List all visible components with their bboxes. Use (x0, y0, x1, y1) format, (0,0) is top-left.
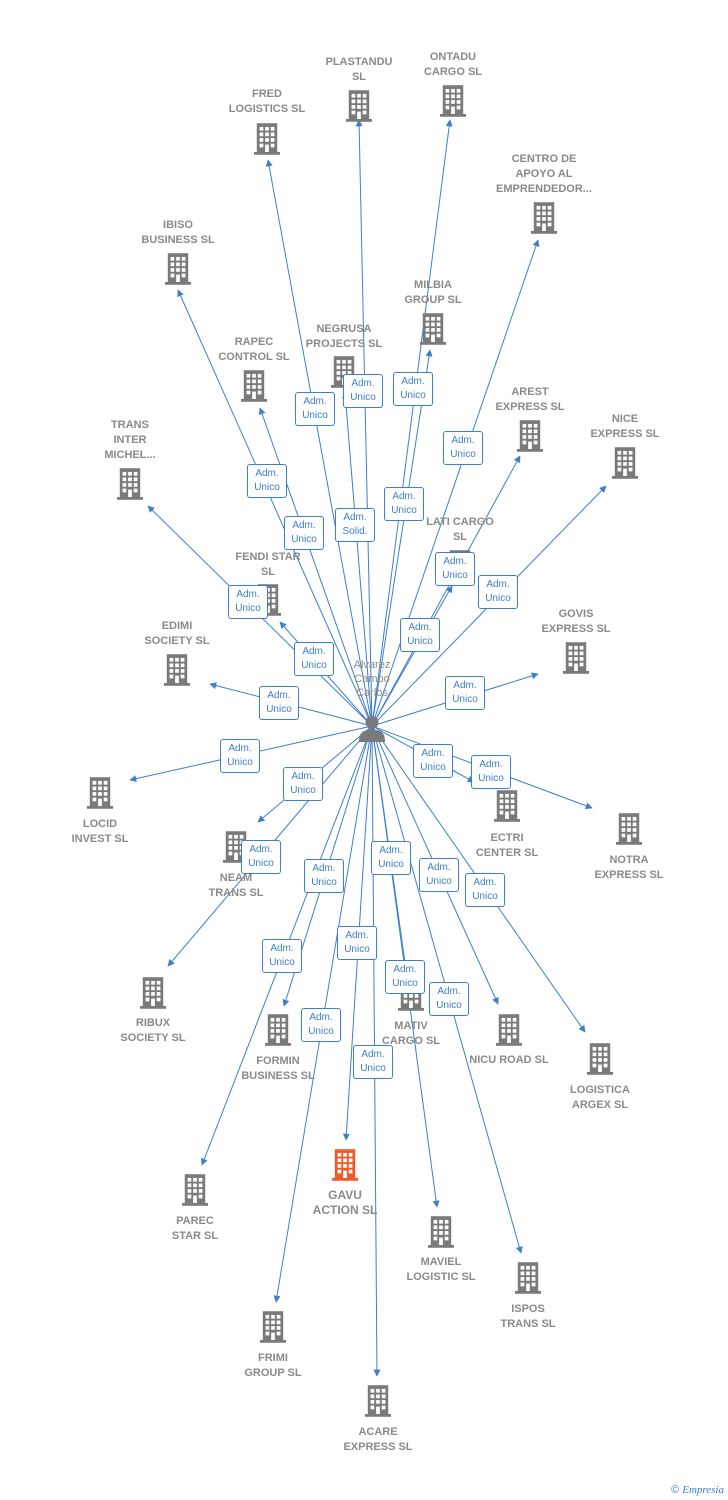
role-badge-negrusa: Adm. Solid. (335, 508, 375, 542)
building-icon[interactable] (531, 202, 557, 234)
role-badge-frimi: Adm. Unico (301, 1008, 341, 1042)
role-badge-milbia: Adm. Unico (384, 487, 424, 521)
role-badge-parec: Adm. Unico (262, 939, 302, 973)
company-label-gavu[interactable]: GAVU ACTION SL (312, 1188, 378, 1217)
building-icon[interactable] (517, 420, 543, 452)
building-icon[interactable] (428, 1216, 454, 1248)
building-icon[interactable] (494, 790, 520, 822)
company-label-centro[interactable]: CENTRO DE APOYO AL EMPRENDEDOR... (496, 153, 592, 195)
building-icon[interactable] (612, 447, 638, 479)
company-label-logistica[interactable]: LOGISTICA ARGEX SL (570, 1084, 630, 1111)
building-icon[interactable] (365, 1385, 391, 1417)
company-label-ispos[interactable]: ISPOS TRANS SL (500, 1303, 556, 1330)
company-label-milbia[interactable]: MILBIA GROUP SL (404, 279, 462, 306)
company-label-govis[interactable]: GOVIS EXPRESS SL (541, 608, 611, 635)
building-icon[interactable] (260, 1311, 286, 1343)
role-badge-rapec: Adm. Unico (284, 516, 324, 550)
building-icon[interactable] (346, 90, 372, 122)
role-badge-acare: Adm. Unico (353, 1045, 393, 1079)
building-icon[interactable] (587, 1043, 613, 1075)
role-badge-locid: Adm. Unico (220, 739, 260, 773)
building-icon[interactable] (515, 1262, 541, 1294)
role-badge-ribux: Adm. Unico (241, 840, 281, 874)
edge-fred (265, 159, 373, 727)
company-label-laticargo[interactable]: LATI CARGO SL (426, 516, 494, 543)
role-badge-laticargo: Adm. Unico (400, 618, 440, 652)
role-badge-ectri: Adm. Unico (413, 744, 453, 778)
company-label-maviel[interactable]: MAVIEL LOGISTIC SL (406, 1256, 476, 1283)
role-badge-formin: Adm. Unico (304, 859, 344, 893)
role-badge-nice: Adm. Unico (478, 575, 518, 609)
role-badge-fendi: Adm. Unico (294, 642, 334, 676)
building-icon[interactable] (165, 253, 191, 285)
company-label-fred[interactable]: FRED LOGISTICS SL (228, 88, 306, 115)
company-label-parec[interactable]: PAREC STAR SL (171, 1215, 219, 1242)
edge-laticargo (371, 585, 453, 727)
role-badge-govis: Adm. Unico (445, 676, 485, 710)
building-icon[interactable] (420, 313, 446, 345)
footer-brand: ©Empresia (671, 1484, 724, 1496)
role-badge-gavu: Adm. Unico (337, 926, 377, 960)
role-badge-trans: Adm. Unico (228, 585, 268, 619)
company-label-acare[interactable]: ACARE EXPRESS SL (343, 1426, 413, 1453)
edge-milbia (371, 349, 433, 727)
company-label-nicu[interactable]: NICU ROAD SL (469, 1054, 549, 1066)
edge-centro (371, 239, 540, 727)
brand-name: Empresia (682, 1484, 724, 1496)
company-label-edimi[interactable]: EDIMI SOCIETY SL (144, 620, 210, 647)
building-icon[interactable] (563, 642, 589, 674)
role-badge-ontadu: Adm. Unico (393, 372, 433, 406)
role-badge-maviel: Adm. Unico (385, 960, 425, 994)
building-icon[interactable] (117, 468, 143, 500)
company-label-trans[interactable]: TRANS INTER MICHEL... (104, 419, 156, 461)
building-icon[interactable] (332, 1149, 358, 1181)
role-badge-nicu: Adm. Unico (419, 858, 459, 892)
building-icon[interactable] (164, 654, 190, 686)
role-badge-plastandu: Adm. Unico (343, 374, 383, 408)
company-label-fendi[interactable]: FENDI STAR SL (235, 551, 301, 578)
company-label-ectri[interactable]: ECTRI CENTER SL (475, 832, 539, 859)
building-icon[interactable] (616, 813, 642, 845)
company-label-notra[interactable]: NOTRA EXPRESS SL (594, 854, 664, 881)
company-label-rapec[interactable]: RAPEC CONTROL SL (218, 336, 290, 363)
role-badge-neam: Adm. Unico (283, 767, 323, 801)
copyright-symbol: © (671, 1484, 680, 1496)
role-badge-centro: Adm. Unico (443, 431, 483, 465)
edge-plastandu (355, 119, 373, 727)
role-badge-edimi: Adm. Unico (259, 686, 299, 720)
building-icon[interactable] (254, 123, 280, 155)
company-label-ontadu[interactable]: ONTADU CARGO SL (423, 51, 483, 78)
building-icon[interactable] (440, 85, 466, 117)
building-icon[interactable] (265, 1014, 291, 1046)
company-label-plastandu[interactable]: PLASTANDU SL (325, 56, 393, 83)
company-label-negrusa[interactable]: NEGRUSA PROJECTS SL (305, 323, 383, 350)
role-badge-mativ: Adm. Unico (371, 841, 411, 875)
person-label[interactable]: Alvarez Campo Carlos (353, 659, 391, 699)
company-label-nice[interactable]: NICE EXPRESS SL (590, 413, 660, 440)
edge-ontadu (371, 119, 453, 727)
building-icon[interactable] (241, 370, 267, 402)
company-label-locid[interactable]: LOCID INVEST SL (71, 818, 129, 845)
role-badge-arest: Adm. Unico (435, 552, 475, 586)
company-label-ibiso[interactable]: IBISO BUSINESS SL (141, 219, 215, 246)
edge-ibiso (177, 289, 373, 727)
edge-rapec (258, 407, 373, 727)
company-label-arest[interactable]: AREST EXPRESS SL (495, 386, 565, 413)
role-badge-fred: Adm. Unico (295, 392, 335, 426)
company-label-neam[interactable]: NEAM TRANS SL (208, 872, 264, 899)
role-badge-notra: Adm. Unico (471, 755, 511, 789)
building-icon[interactable] (140, 977, 166, 1009)
building-icon[interactable] (182, 1174, 208, 1206)
company-label-mativ[interactable]: MATIV CARGO SL (381, 1020, 441, 1047)
role-badge-ibiso: Adm. Unico (247, 464, 287, 498)
building-icon[interactable] (496, 1014, 522, 1046)
role-badge-logistica: Adm. Unico (465, 873, 505, 907)
company-label-frimi[interactable]: FRIMI GROUP SL (244, 1352, 302, 1379)
building-icon[interactable] (87, 777, 113, 809)
company-label-formin[interactable]: FORMIN BUSINESS SL (241, 1055, 315, 1082)
role-badge-ispos: Adm. Unico (429, 982, 469, 1016)
edge-negrusa (342, 391, 373, 727)
company-label-ribux[interactable]: RIBUX SOCIETY SL (120, 1017, 186, 1044)
